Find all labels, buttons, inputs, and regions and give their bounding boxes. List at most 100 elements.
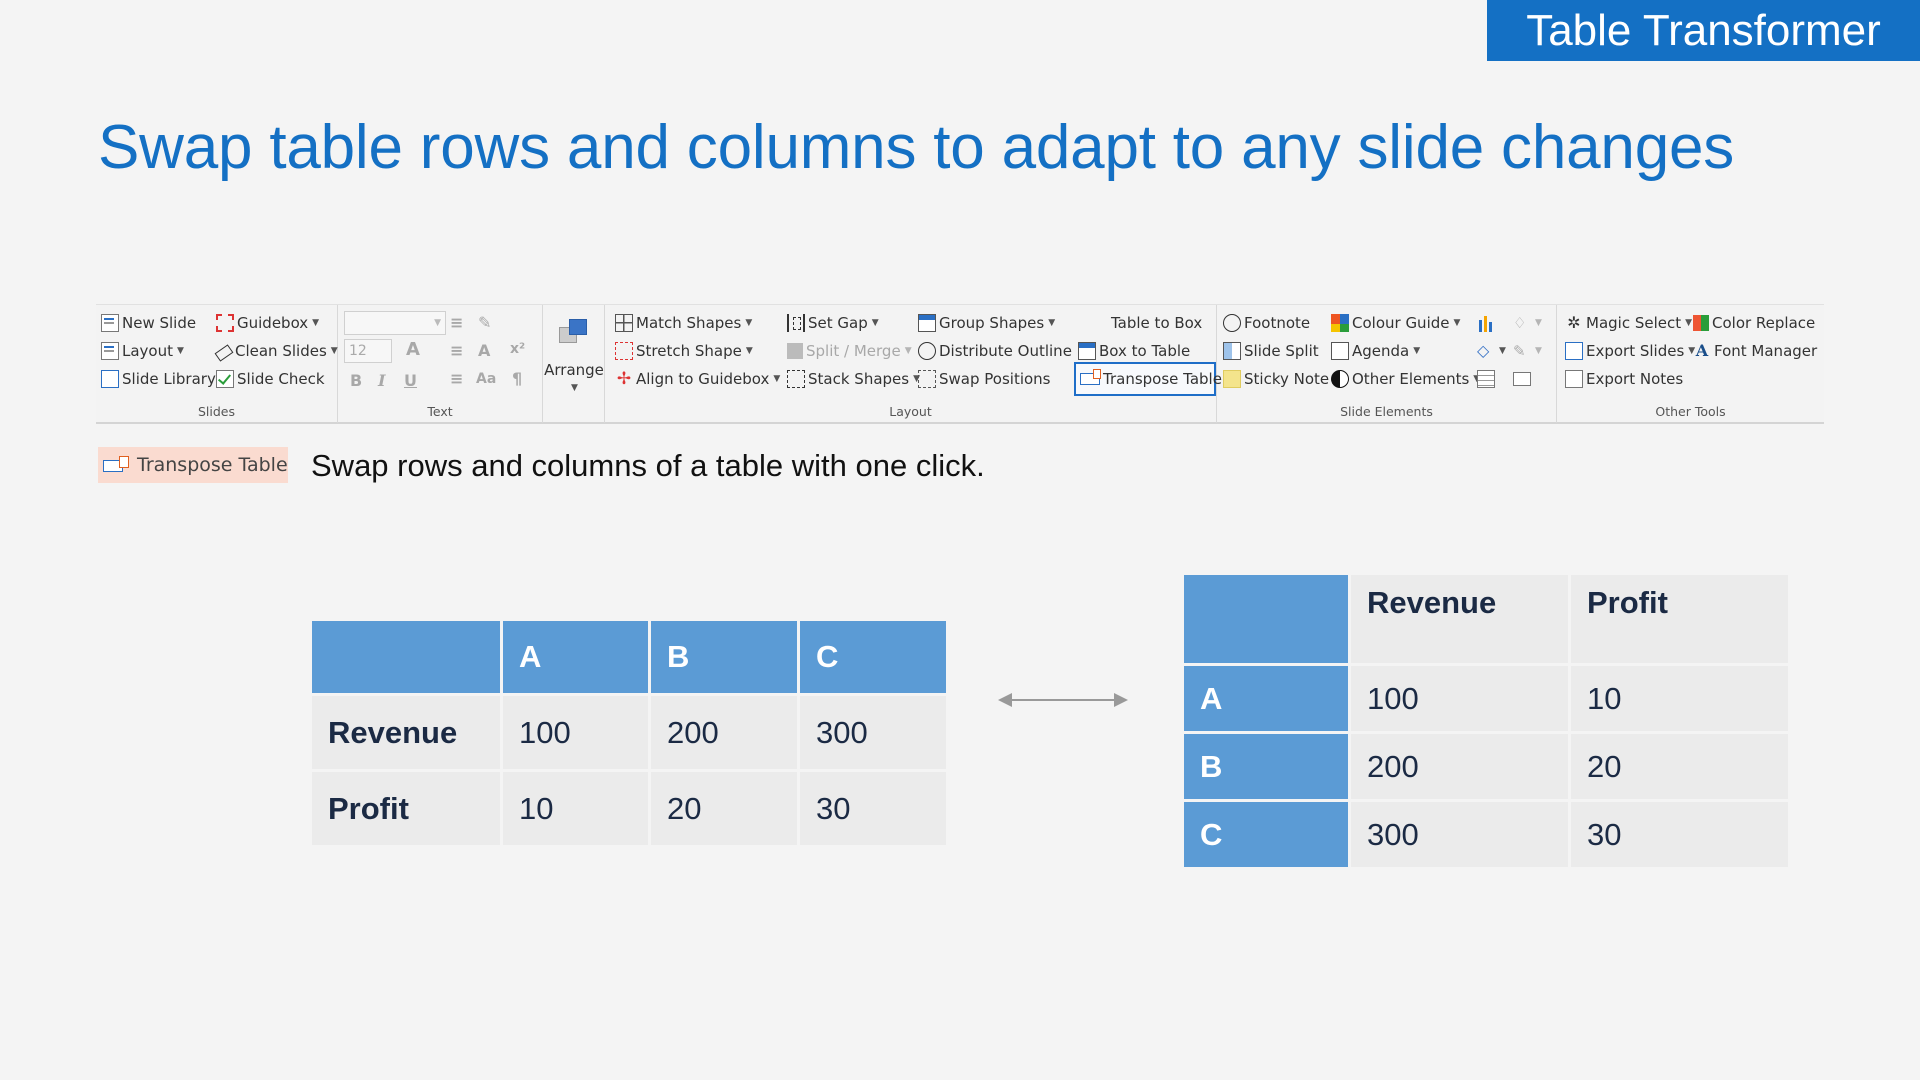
- colour-guide-dropdown[interactable]: Colour Guide ▼: [1331, 311, 1460, 335]
- swap-positions-icon: [918, 370, 936, 388]
- layout-icon: [101, 342, 119, 360]
- chevron-down-icon: ▼: [904, 346, 912, 356]
- clear-format-icon[interactable]: A: [478, 341, 491, 360]
- table-cell: 100: [503, 696, 648, 769]
- table-cell: 200: [651, 696, 797, 769]
- export-notes-button[interactable]: Export Notes: [1565, 367, 1683, 391]
- shapes-icon: ◇: [1477, 341, 1490, 360]
- table-after: Revenue Profit A 100 10 B 200 20 C 300 3…: [1181, 572, 1791, 870]
- font-manager-icon: A: [1695, 341, 1709, 360]
- font-manager-button[interactable]: A Font Manager: [1693, 339, 1817, 363]
- grow-font-button[interactable]: A: [406, 339, 420, 360]
- font-name-field[interactable]: ▼: [344, 311, 446, 335]
- chevron-down-icon: ▼: [330, 346, 338, 356]
- split-merge-dropdown[interactable]: Split / Merge ▼: [787, 339, 912, 363]
- chevron-down-icon: ▼: [1453, 318, 1461, 328]
- layout-dropdown[interactable]: Layout ▼: [101, 339, 184, 363]
- shapes-dropdown[interactable]: ◇ ▼: [1477, 339, 1506, 363]
- transpose-table-button[interactable]: Transpose Table: [1074, 362, 1222, 396]
- new-slide-label: New Slide: [122, 314, 197, 332]
- change-case-button[interactable]: Aa: [476, 371, 497, 387]
- slide-library-label: Slide Library: [122, 370, 216, 388]
- agenda-icon: [1331, 342, 1349, 360]
- new-slide-button[interactable]: New Slide: [101, 311, 196, 335]
- group-label-slides: Slides: [197, 404, 236, 419]
- table-before: A B C Revenue 100 200 300 Profit 10 20 3…: [309, 618, 949, 848]
- table-insert-button[interactable]: [1477, 367, 1495, 391]
- other-elements-dropdown[interactable]: Other Elements ▼: [1331, 367, 1480, 391]
- sticky-note-button[interactable]: Sticky Note: [1223, 367, 1329, 391]
- chevron-down-icon: ▼: [913, 374, 921, 384]
- group-shapes-dropdown[interactable]: Group Shapes ▼: [918, 311, 1055, 335]
- chevron-down-icon: ▼: [1048, 318, 1056, 328]
- italic-button[interactable]: I: [378, 371, 386, 390]
- column-header: Profit: [1571, 575, 1788, 663]
- set-gap-dropdown[interactable]: Set Gap ▼: [787, 311, 879, 335]
- box-to-table-label: Box to Table: [1099, 342, 1191, 360]
- clean-slides-label: Clean Slides: [235, 342, 327, 360]
- stretch-shape-dropdown[interactable]: Stretch Shape ▼: [615, 339, 753, 363]
- paint-bucket-icon: ♢: [1513, 314, 1527, 332]
- stack-shapes-label: Stack Shapes: [808, 370, 910, 388]
- table-cell: 300: [800, 696, 946, 769]
- font-size-field[interactable]: 12: [344, 339, 392, 363]
- split-merge-label: Split / Merge: [806, 342, 901, 360]
- align-right-icon[interactable]: ≡: [450, 369, 464, 388]
- group-label-layout: Layout: [889, 404, 932, 419]
- eraser-icon: [214, 344, 234, 362]
- row-header: A: [1184, 666, 1348, 731]
- other-elements-icon: [1331, 370, 1349, 388]
- slide-library-button[interactable]: Slide Library: [101, 367, 216, 391]
- feature-chip: Transpose Table: [98, 447, 288, 483]
- ribbon-group-arrange: Arrange ▼: [543, 305, 605, 423]
- superscript-button[interactable]: x²: [510, 341, 526, 357]
- stack-shapes-dropdown[interactable]: Stack Shapes ▼: [787, 367, 920, 391]
- color-replace-button[interactable]: Color Replace: [1693, 311, 1815, 335]
- table-row: A 100 10: [1184, 666, 1788, 731]
- sticky-note-label: Sticky Note: [1244, 370, 1330, 388]
- align-center-icon[interactable]: ≡: [450, 341, 464, 360]
- slide-split-button[interactable]: Slide Split: [1223, 339, 1319, 363]
- footnote-label: Footnote: [1244, 314, 1311, 332]
- arrange-icon: [559, 319, 589, 345]
- outline-color-dropdown[interactable]: ✎ ▼: [1513, 339, 1542, 363]
- bar-chart-icon: [1477, 314, 1495, 332]
- table-cell: 100: [1351, 666, 1568, 731]
- underline-button[interactable]: U: [404, 371, 417, 390]
- rectangle-button[interactable]: [1513, 367, 1531, 391]
- chevron-down-icon: ▼: [1685, 318, 1693, 328]
- match-shapes-dropdown[interactable]: Match Shapes ▼: [615, 311, 752, 335]
- font-size-value: 12: [349, 343, 367, 359]
- chevron-down-icon: ▼: [773, 374, 781, 384]
- distribute-outline-button[interactable]: Distribute Outline: [918, 339, 1072, 363]
- guidebox-icon: [216, 314, 234, 332]
- ribbon-toolbar: New Slide Layout ▼ Slide Library Guidebo…: [96, 304, 1824, 424]
- guidebox-label: Guidebox: [237, 314, 309, 332]
- fill-color-dropdown[interactable]: ♢ ▼: [1513, 311, 1542, 335]
- chart-button[interactable]: [1477, 311, 1495, 335]
- ribbon-group-slides: New Slide Layout ▼ Slide Library Guidebo…: [96, 305, 338, 423]
- paragraph-icon[interactable]: ¶: [512, 369, 523, 388]
- box-to-table-icon: [1078, 342, 1096, 360]
- swap-positions-button[interactable]: Swap Positions: [918, 367, 1051, 391]
- table-to-box-button[interactable]: Table to Box: [1111, 311, 1202, 335]
- chevron-down-icon: ▼: [1499, 346, 1506, 356]
- bold-button[interactable]: B: [350, 371, 363, 390]
- align-to-guidebox-dropdown[interactable]: ✢ Align to Guidebox ▼: [615, 367, 780, 391]
- clean-slides-dropdown[interactable]: Clean Slides ▼: [214, 339, 338, 363]
- align-left-icon[interactable]: ≡: [450, 313, 464, 332]
- stretch-shape-icon: [615, 342, 633, 360]
- box-to-table-button[interactable]: Box to Table: [1078, 339, 1190, 363]
- guidebox-dropdown[interactable]: Guidebox ▼: [216, 311, 319, 335]
- export-slides-dropdown[interactable]: Export Slides ▼: [1565, 339, 1695, 363]
- slide-check-button[interactable]: Slide Check: [216, 367, 325, 391]
- agenda-dropdown[interactable]: Agenda ▼: [1331, 339, 1420, 363]
- footnote-button[interactable]: Footnote: [1223, 311, 1310, 335]
- stack-shapes-icon: [787, 370, 805, 388]
- magic-select-dropdown[interactable]: ✲ Magic Select ▼: [1565, 311, 1692, 335]
- magic-select-label: Magic Select: [1586, 314, 1682, 332]
- match-shapes-label: Match Shapes: [636, 314, 742, 332]
- format-painter-icon[interactable]: ✎: [478, 313, 492, 332]
- arrange-button[interactable]: Arrange ▼: [543, 313, 605, 393]
- chevron-down-icon: ▼: [1413, 346, 1421, 356]
